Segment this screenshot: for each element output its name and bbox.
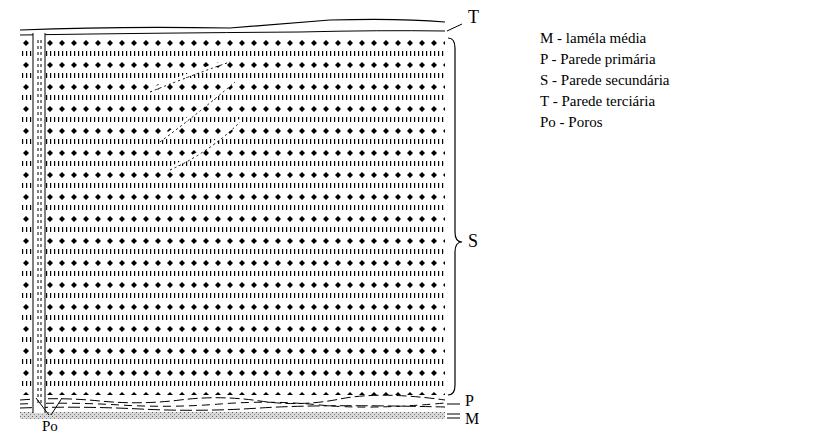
pore-label: Po	[42, 418, 58, 435]
layer-letter: T	[468, 8, 479, 28]
layer-letter: P	[465, 392, 474, 410]
layer-letter: S	[468, 232, 478, 252]
layer-letter: M	[465, 410, 479, 428]
legend-text: S - Parede secundária	[540, 72, 670, 89]
legend-text: Po - Poros	[540, 114, 603, 131]
legend-text: T - Parede terciária	[540, 93, 655, 110]
legend-text: P - Parede primária	[540, 51, 656, 68]
legend-text: M - laméla média	[540, 30, 646, 47]
